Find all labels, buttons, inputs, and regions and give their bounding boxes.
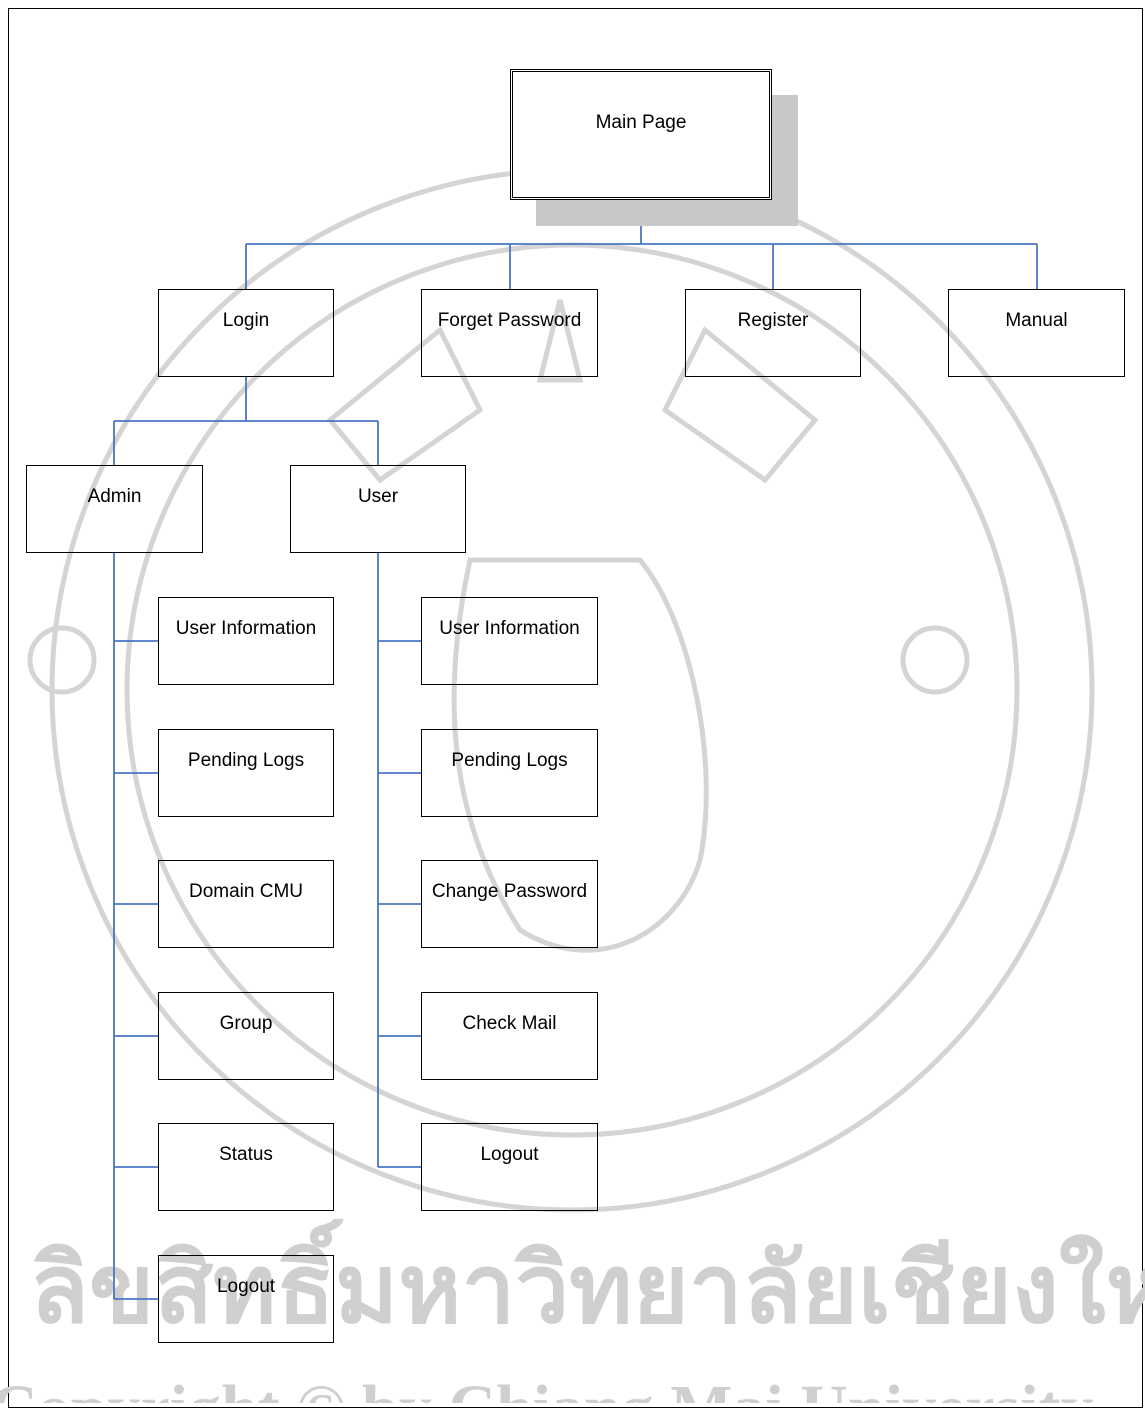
main-page-node: Main Page xyxy=(510,69,772,200)
admin-user-information-node: User Information xyxy=(158,597,334,685)
user-user-information-node: User Information xyxy=(421,597,598,685)
register-node: Register xyxy=(685,289,861,377)
admin-pending-logs-node: Pending Logs xyxy=(158,729,334,817)
user-check-mail-node: Check Mail xyxy=(421,992,598,1080)
admin-group-node: Group xyxy=(158,992,334,1080)
forget-password-node: Forget Password xyxy=(421,289,598,377)
admin-domain-cmu-node: Domain CMU xyxy=(158,860,334,948)
user-node: User xyxy=(290,465,466,553)
user-pending-logs-node: Pending Logs xyxy=(421,729,598,817)
login-node: Login xyxy=(158,289,334,377)
admin-logout-node: Logout xyxy=(158,1255,334,1343)
user-change-password-node: Change Password xyxy=(421,860,598,948)
admin-status-node: Status xyxy=(158,1123,334,1211)
user-logout-node: Logout xyxy=(421,1123,598,1211)
admin-node: Admin xyxy=(26,465,203,553)
manual-node: Manual xyxy=(948,289,1125,377)
